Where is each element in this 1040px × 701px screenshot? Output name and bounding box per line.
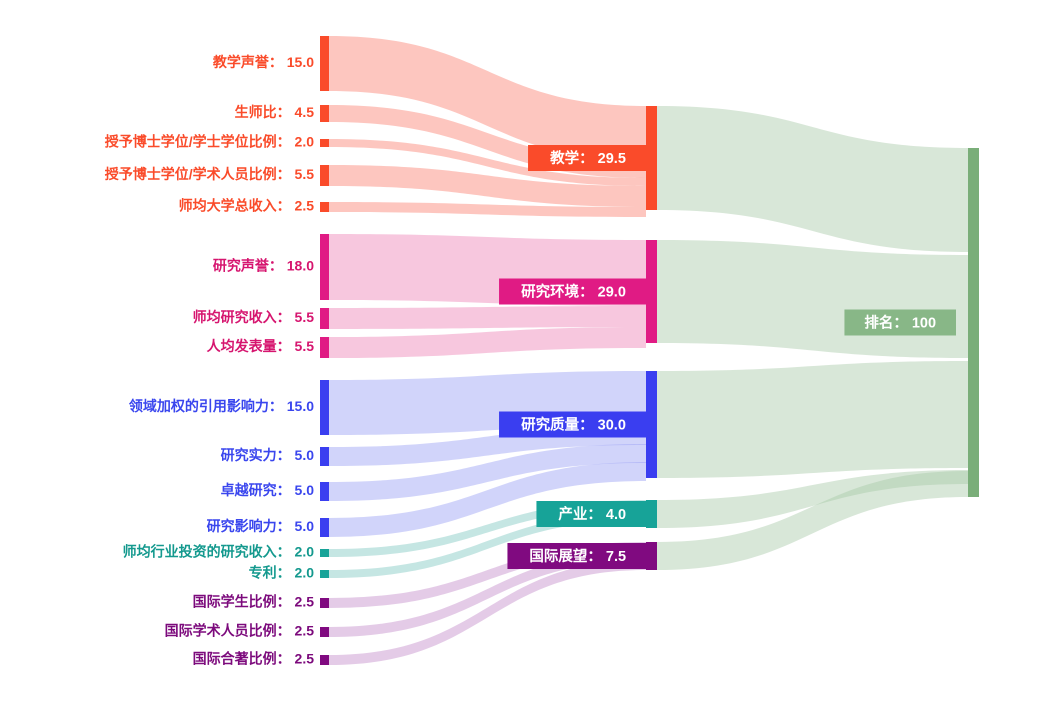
node-label-bg-ranking [844,309,956,336]
node-label-research_income: 师均研究收入： 5.5 [193,309,315,325]
sankey-node-intl_outlook[interactable] [646,542,657,570]
sankey-link [329,139,646,186]
sankey-link [329,512,646,578]
nodes-layer [320,36,979,665]
node-label-research_strength: 研究实力： 5.0 [221,447,315,463]
sankey-node-institutional_income[interactable] [320,202,329,212]
node-label-intl_students: 国际学生比例： 2.5 [193,594,315,610]
node-label-research_reputation: 研究声誉： 18.0 [213,258,314,274]
node-label-teaching_reputation: 教学声誉： 15.0 [213,54,314,70]
sankey-node-intl_coauthor[interactable] [320,655,329,665]
node-label-bg-research_env [499,278,648,305]
sankey-node-research_excellence[interactable] [320,482,329,501]
node-label-group-intl_outlook: 国际展望： 7.5 [507,543,648,569]
sankey-node-ranking[interactable] [968,148,979,497]
sankey-link [657,471,968,570]
node-label-bg-intl_outlook [507,543,648,569]
node-label-research_influence: 研究影响力： 5.0 [207,518,315,534]
sankey-link [329,560,646,665]
node-label-ranking: 排名： 100 [864,313,936,331]
sankey-link [329,462,646,537]
node-label-research_quality: 研究质量： 30.0 [521,415,626,433]
node-label-intl_outlook: 国际展望： 7.5 [529,547,626,565]
sankey-link [657,361,968,478]
node-label-research_excellence: 卓越研究： 5.0 [221,482,315,498]
sankey-node-staff_student_ratio[interactable] [320,105,329,122]
links-layer [329,36,968,665]
sankey-link [329,202,646,217]
node-label-industry: 产业： 4.0 [558,505,626,523]
sankey-node-intl_students[interactable] [320,598,329,608]
sankey-node-intl_staff[interactable] [320,627,329,637]
sankey-node-doctorate_staff_ratio[interactable] [320,165,329,186]
sankey-node-research_env[interactable] [646,240,657,343]
node-label-group-industry: 产业： 4.0 [536,501,648,527]
sankey-link [329,327,646,358]
node-label-doctorate_staff_ratio: 授予博士学位/学术人员比例： 5.5 [105,166,314,182]
sankey-link [657,106,968,252]
sankey-link [329,306,646,329]
node-label-staff_student_ratio: 生师比： 4.5 [235,104,315,120]
node-label-bg-research_quality [499,411,648,438]
sankey-node-research_income[interactable] [320,308,329,329]
node-label-teaching: 教学： 29.5 [549,149,626,167]
sankey-node-research_influence[interactable] [320,518,329,537]
node-label-group-research_env: 研究环境： 29.0 [499,278,648,305]
sankey-link [657,470,968,528]
node-label-institutional_income: 师均大学总收入： 2.5 [179,198,315,214]
sankey-link [329,444,646,501]
node-label-publications_per_staff: 人均发表量： 5.5 [207,338,315,354]
sankey-node-teaching[interactable] [646,106,657,210]
node-label-intl_coauthor: 国际合著比例： 2.5 [193,651,315,667]
node-label-group-teaching: 教学： 29.5 [528,145,648,171]
sankey-link [329,36,646,161]
node-label-group-ranking: 排名： 100 [844,309,956,336]
sankey-node-doctorate_bachelor_ratio[interactable] [320,139,329,147]
sankey-node-patents[interactable] [320,570,329,578]
node-label-doctorate_bachelor_ratio: 授予博士学位/学士学位比例： 2.0 [105,134,314,150]
sankey-link [329,551,646,637]
node-label-research_env: 研究环境： 29.0 [521,282,626,300]
node-label-bg-industry [536,501,648,527]
sankey-node-industry_income[interactable] [320,549,329,557]
sankey-node-field_weighted_citation[interactable] [320,380,329,435]
sankey-link [657,240,968,358]
sankey-node-research_reputation[interactable] [320,234,329,300]
sankey-link [329,542,646,608]
node-label-group-research_quality: 研究质量： 30.0 [499,411,648,438]
sankey-node-research_strength[interactable] [320,447,329,466]
sankey-node-publications_per_staff[interactable] [320,337,329,358]
sankey-node-industry[interactable] [646,500,657,528]
labels-layer: 教学声誉： 15.0 生师比： 4.5 授予博士学位/学士学位比例： 2.0 授予博士… [105,54,956,667]
node-label-industry_income: 师均行业投资的研究收入： 2.0 [123,544,315,560]
node-label-intl_staff: 国际学术人员比例： 2.5 [165,623,315,639]
node-label-field_weighted_citation: 领域加权的引用影响力： 15.0 [129,398,314,414]
node-label-bg-teaching [528,145,648,171]
sankey-link [329,165,646,207]
sankey-node-teaching_reputation[interactable] [320,36,329,91]
sankey-node-research_quality[interactable] [646,371,657,478]
node-label-patents: 专利： 2.0 [249,565,315,581]
sankey-link [329,500,646,557]
